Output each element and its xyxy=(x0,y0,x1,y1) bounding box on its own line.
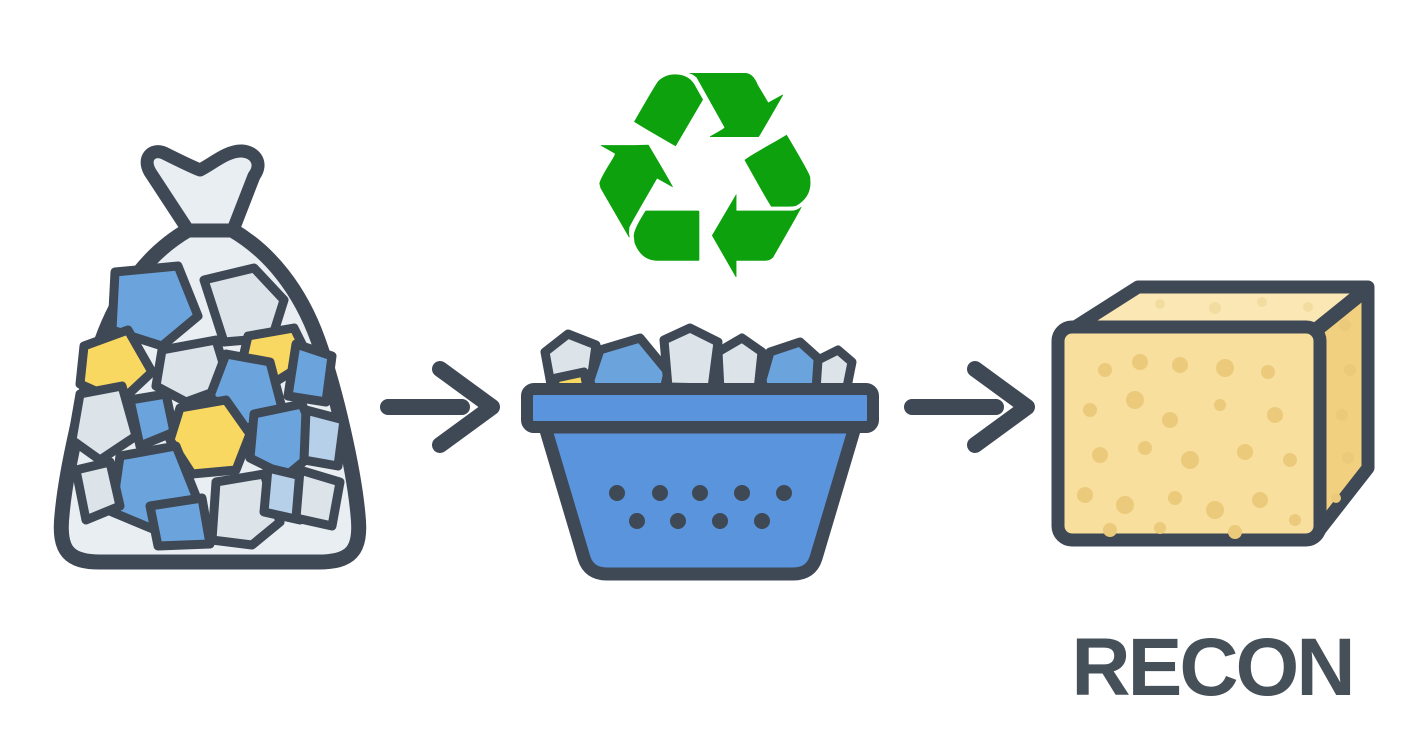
bag-scraps xyxy=(67,261,349,551)
pore xyxy=(1098,363,1112,377)
scrap-piece xyxy=(757,337,825,395)
pore xyxy=(1116,496,1134,514)
dot xyxy=(776,485,792,501)
scrap-piece xyxy=(199,263,289,347)
pore xyxy=(1103,523,1117,537)
bag-knot xyxy=(140,144,265,237)
pore xyxy=(1228,525,1242,539)
scrap-piece xyxy=(75,325,157,407)
dot xyxy=(754,513,770,529)
scrap-piece xyxy=(107,261,203,351)
pore xyxy=(1257,297,1267,307)
recycle-icon-glyph: ♻ xyxy=(575,9,835,346)
product-label: RECON xyxy=(1071,622,1352,713)
pore xyxy=(1289,514,1301,526)
dot xyxy=(712,513,728,529)
scrap-piece xyxy=(145,493,215,551)
pore xyxy=(1283,453,1297,467)
scrap-piece xyxy=(71,457,125,525)
pore xyxy=(1168,491,1182,505)
scrap-piece xyxy=(659,323,723,393)
pore xyxy=(1138,441,1152,455)
foam-front-face xyxy=(1051,320,1327,547)
pore xyxy=(1336,409,1348,421)
pore xyxy=(1237,444,1253,460)
pore xyxy=(1154,522,1166,534)
arrow-head xyxy=(967,361,1035,453)
bin-drain-dots xyxy=(609,485,792,529)
pore xyxy=(1267,407,1283,423)
dot xyxy=(609,485,625,501)
arrow-right-icon xyxy=(380,361,500,453)
pore xyxy=(1077,487,1093,503)
arrow-right-icon xyxy=(904,361,1035,453)
recycle-icon: ♻ xyxy=(575,9,835,346)
foam-pores xyxy=(1077,297,1356,539)
scrap-piece xyxy=(291,465,345,531)
pore xyxy=(1162,412,1178,428)
pore xyxy=(1172,357,1188,373)
pore xyxy=(1126,391,1144,409)
scrap-bag-icon xyxy=(53,144,367,570)
dot xyxy=(734,485,750,501)
bin-rim xyxy=(521,383,879,433)
pore xyxy=(1206,501,1224,519)
pore xyxy=(1209,302,1221,314)
pore xyxy=(1331,493,1341,503)
pore xyxy=(1083,403,1097,417)
dot xyxy=(629,513,645,529)
scrap-piece xyxy=(165,395,255,479)
scrap-bin-icon xyxy=(521,323,879,581)
pore xyxy=(1155,299,1165,309)
dot xyxy=(652,485,668,501)
dot xyxy=(692,485,708,501)
arrow-head xyxy=(432,361,500,453)
scrap-piece xyxy=(713,333,767,395)
pore xyxy=(1181,451,1199,469)
pore xyxy=(1132,354,1148,370)
pore xyxy=(1216,359,1234,377)
scrap-piece xyxy=(299,405,349,471)
pore xyxy=(1339,319,1351,331)
pore xyxy=(1303,302,1313,312)
pore xyxy=(1342,452,1354,464)
pore xyxy=(1344,364,1356,376)
pore xyxy=(1214,399,1226,411)
foam-block-icon: RECON xyxy=(1051,280,1375,713)
scrap-piece xyxy=(67,381,141,465)
pore xyxy=(1252,492,1268,508)
pore xyxy=(1092,447,1108,463)
scrap-piece xyxy=(283,339,337,407)
dot xyxy=(670,513,686,529)
pore xyxy=(1261,365,1275,379)
